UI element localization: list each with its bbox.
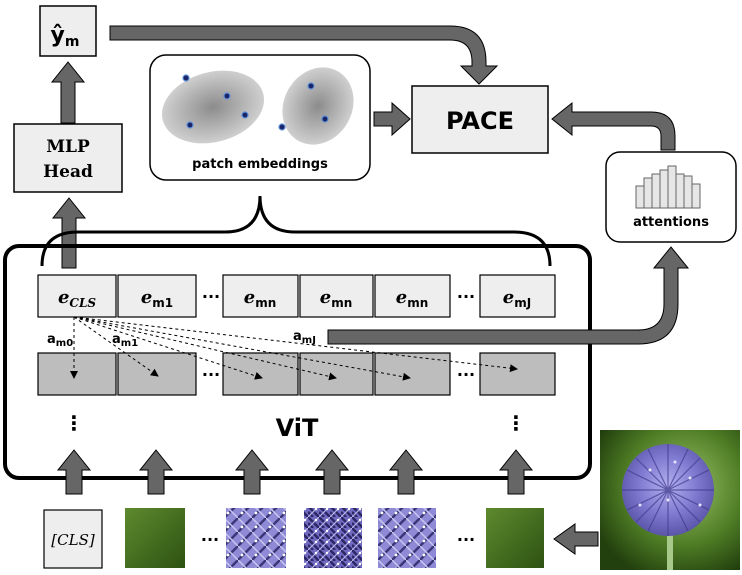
input-patch-n-1 (226, 508, 286, 568)
attention-dashed-lines (70, 316, 518, 381)
input-arrows (56, 449, 534, 495)
mlp-head-line1: MLP (46, 137, 90, 157)
input-patch-n-3 (378, 508, 436, 568)
arrow-mlp-to-output (50, 61, 86, 124)
pace-label: PACE (446, 107, 514, 135)
mlp-head-box: MLP Head (13, 123, 123, 193)
vit-cell-row (37, 352, 556, 396)
cls-input-token: [CLS] (43, 509, 103, 569)
input-patch-1 (125, 508, 185, 568)
patch-embeddings-label: patch embeddings (192, 157, 328, 172)
token-e-cls: eCLS (37, 274, 117, 318)
svg-text:eCLS: eCLS (58, 287, 96, 310)
arrow-vit-to-attentions (327, 246, 690, 345)
output-label: ŷm (51, 23, 80, 50)
arrow-output-to-pace (109, 25, 499, 85)
attentions-box: attentions (605, 151, 737, 243)
svg-text:emn: emn (244, 287, 277, 310)
output-prediction-box: ŷm (39, 5, 97, 57)
attention-weight-a-m0: am0 (47, 332, 73, 349)
pace-box: PACE (411, 85, 549, 154)
svg-text:emn: emn (320, 287, 353, 310)
patch-embeddings-box: patch embeddings (149, 54, 371, 181)
input-flower-image (600, 430, 740, 570)
cell-ellipsis-2: ··· (457, 365, 475, 384)
input-ellipsis-1: ··· (201, 530, 219, 549)
token-e-m1: em1 (117, 274, 197, 318)
token-e-mn-2: emn (299, 274, 374, 318)
embedding-points (182, 74, 329, 131)
attentions-label: attentions (633, 215, 709, 230)
vit-label: ViT (276, 414, 319, 442)
arrow-attentions-to-pace (551, 101, 676, 151)
vertical-ellipsis-right: ⋮ (506, 411, 526, 435)
arrow-embeddings-to-pace (373, 101, 411, 137)
attention-weight-a-m1: am1 (112, 332, 138, 349)
attention-histogram-icon (635, 165, 701, 209)
embeddings-brace (40, 195, 552, 267)
token-ellipsis-2: ··· (457, 287, 475, 306)
input-ellipsis-2: ··· (457, 530, 475, 549)
token-e-mn-3: emn (374, 274, 451, 318)
svg-text:emJ: emJ (503, 287, 531, 310)
token-e-mj: emJ (479, 274, 556, 318)
token-ellipsis-1: ··· (202, 287, 220, 306)
cls-input-label: [CLS] (51, 531, 95, 549)
token-e-mn-1: emn (222, 274, 299, 318)
mlp-head-line2: Head (43, 162, 93, 182)
attention-weight-a-mj: amJ (293, 329, 316, 346)
vit-encoder-box (3, 244, 592, 480)
svg-text:emn: emn (396, 287, 429, 310)
input-patch-n-2 (304, 508, 362, 568)
svg-text:em1: em1 (141, 287, 173, 310)
arrow-image-to-patches (553, 523, 599, 555)
cell-ellipsis-1: ··· (202, 365, 220, 384)
input-patch-j (486, 508, 544, 568)
vertical-ellipsis-left: ⋮ (64, 411, 84, 435)
token-row: eCLS em1 ··· emn emn emn ··· emJ (37, 274, 556, 318)
